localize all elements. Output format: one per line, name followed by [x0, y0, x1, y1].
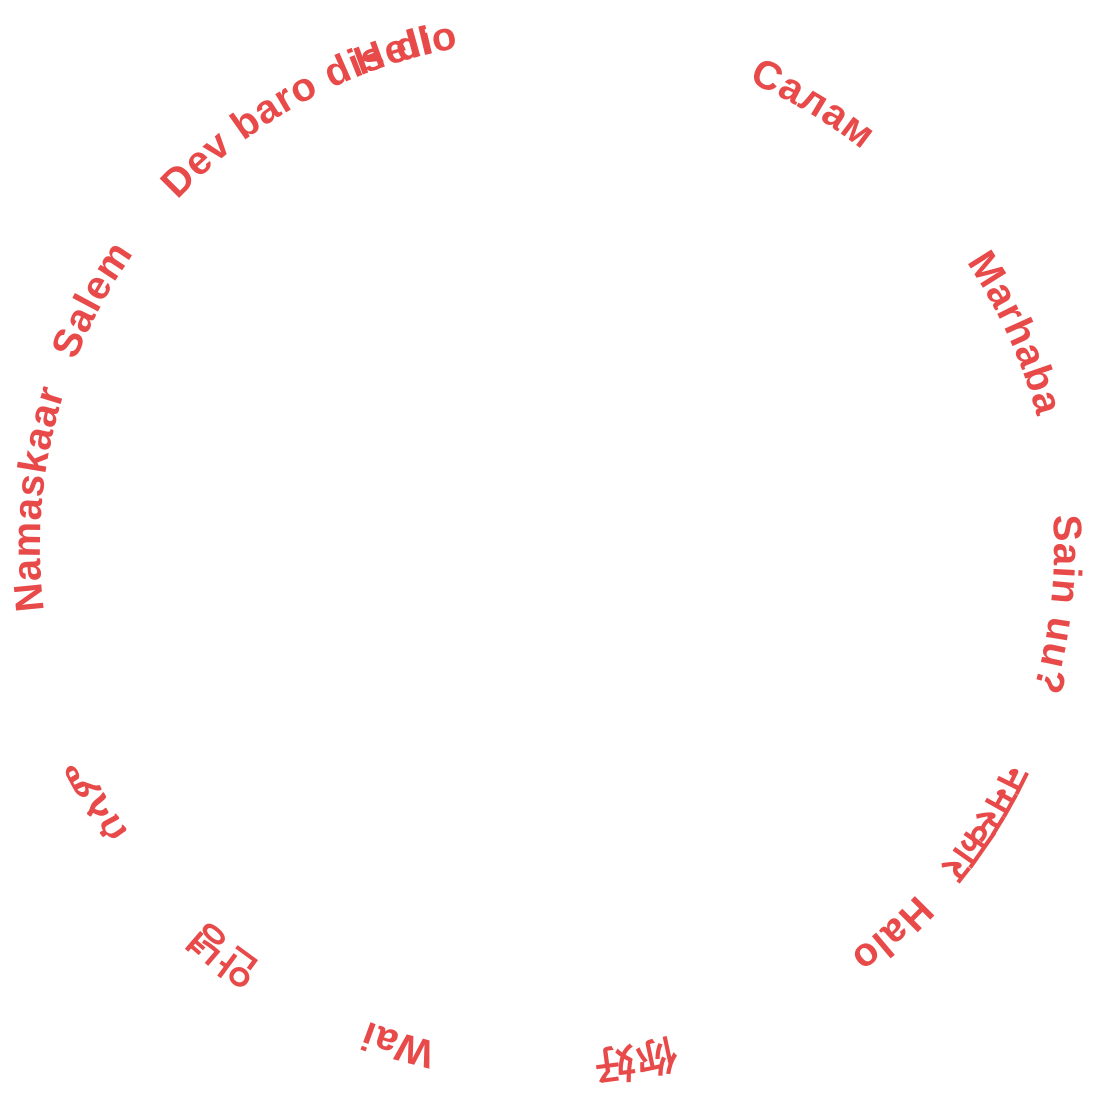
greeting-8: Wai	[355, 1013, 439, 1076]
greeting-label: Namaskaar	[5, 381, 72, 614]
greeting-3: Marhaba	[959, 243, 1071, 420]
greeting-label: Sain uu?	[1025, 514, 1088, 699]
greeting-label: 你好	[591, 1029, 680, 1087]
greeting-label: Salem	[43, 233, 140, 364]
greeting-label: Marhaba	[959, 243, 1070, 420]
greeting-11: Namaskaar	[5, 381, 73, 614]
greeting-label: Halo	[843, 888, 940, 982]
greeting-label: Hello	[348, 13, 460, 84]
greeting-label: नमस्कार	[932, 758, 1036, 890]
greeting-label: Wai	[355, 1013, 438, 1076]
greeting-4: Sain uu?	[1025, 514, 1089, 699]
greeting-6: Halo	[843, 888, 941, 982]
greeting-label: 안녕	[180, 913, 266, 995]
greeting-1: Hello	[348, 13, 461, 84]
greeting-7: 你好	[591, 1029, 681, 1087]
greeting-5: नमस्कार	[932, 758, 1037, 890]
greeting-2: Салам	[745, 50, 884, 158]
greeting-10: ሰላም	[53, 752, 135, 851]
greeting-label: ሰላም	[53, 752, 134, 851]
greeting-label: Салам	[745, 50, 883, 158]
greeting-9: 안녕	[180, 913, 267, 995]
greeting-12: Salem	[43, 233, 141, 364]
